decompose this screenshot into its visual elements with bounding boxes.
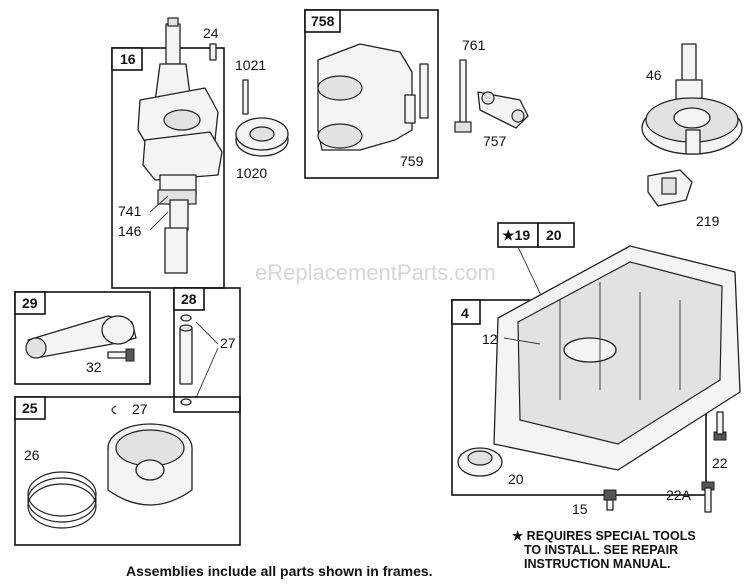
label-24: 24 — [203, 25, 219, 41]
frame-4-tag — [451, 299, 481, 325]
bolt-32-drawing — [107, 348, 135, 362]
frame-29 — [14, 291, 151, 385]
label-26: 26 — [24, 447, 40, 463]
label-219: 219 — [696, 213, 720, 229]
label-1021: 1021 — [235, 57, 266, 73]
frame-29-label: 29 — [22, 295, 38, 311]
label-27-pin: 27 — [220, 335, 236, 351]
special-tools-note-line1: ★ REQUIRES SPECIAL TOOLS — [512, 529, 696, 543]
crankshaft-drawing — [137, 17, 223, 274]
footer-caption: Assemblies include all parts shown in fr… — [126, 563, 433, 579]
label-22a: 22A — [666, 487, 692, 503]
bolt-22a-drawing — [701, 481, 715, 513]
piston-pin-drawing — [179, 314, 193, 406]
frame-758-tag — [304, 9, 341, 33]
label-146: 146 — [118, 223, 142, 239]
plug-15-drawing — [603, 489, 617, 511]
label-15: 15 — [572, 501, 588, 517]
label-757: 757 — [483, 133, 507, 149]
label-761: 761 — [462, 37, 486, 53]
gear-1020-drawing — [235, 117, 289, 157]
pin-1021-drawing — [242, 79, 249, 115]
frame-758 — [304, 9, 439, 179]
frame-20-tag — [537, 222, 575, 248]
label-20: 20 — [508, 471, 524, 487]
pin-759-drawing — [419, 63, 429, 119]
label-759: 759 — [400, 153, 424, 169]
label-12: 12 — [482, 331, 498, 347]
frame-20-label: 20 — [546, 227, 562, 243]
frame-25-label: 25 — [22, 400, 38, 416]
label-46: 46 — [646, 67, 662, 83]
frame-4-label: 4 — [461, 305, 469, 321]
special-tools-note-line3: INSTRUCTION MANUAL. — [524, 557, 671, 571]
special-tools-note-line2: TO INSTALL. SEE REPAIR — [524, 543, 678, 557]
sump-drawing — [457, 245, 741, 477]
piston-drawing — [107, 423, 193, 506]
frame-28-label: 28 — [181, 291, 197, 307]
frame-19-label: ★19 — [502, 227, 530, 243]
frame-29-tag — [14, 291, 46, 315]
retainer-27-drawing — [111, 405, 117, 415]
bolt-22-drawing — [713, 411, 727, 441]
frame-28 — [173, 287, 241, 413]
watermark-text: eReplacementParts.com — [255, 260, 496, 285]
piston-rings-drawing — [27, 471, 97, 529]
frame-25-tag — [14, 396, 46, 420]
connecting-rod-drawing — [25, 315, 137, 359]
key-24-drawing — [209, 43, 217, 61]
label-32: 32 — [86, 359, 102, 375]
governor-bracket-drawing — [317, 43, 416, 151]
label-741: 741 — [118, 203, 142, 219]
release-219-drawing — [647, 169, 693, 207]
frame-28-tag — [173, 287, 205, 311]
frame-16-tag — [111, 47, 143, 71]
frame-25 — [14, 396, 241, 546]
camshaft-46-drawing — [641, 43, 743, 155]
label-27-retainer: 27 — [132, 401, 148, 417]
label-1020: 1020 — [236, 165, 267, 181]
frame-16-label: 16 — [120, 51, 136, 67]
label-22: 22 — [712, 455, 728, 471]
frame-758-label: 758 — [311, 13, 335, 29]
pushrod-761-drawing — [454, 59, 472, 133]
rocker-757-drawing — [477, 91, 529, 129]
